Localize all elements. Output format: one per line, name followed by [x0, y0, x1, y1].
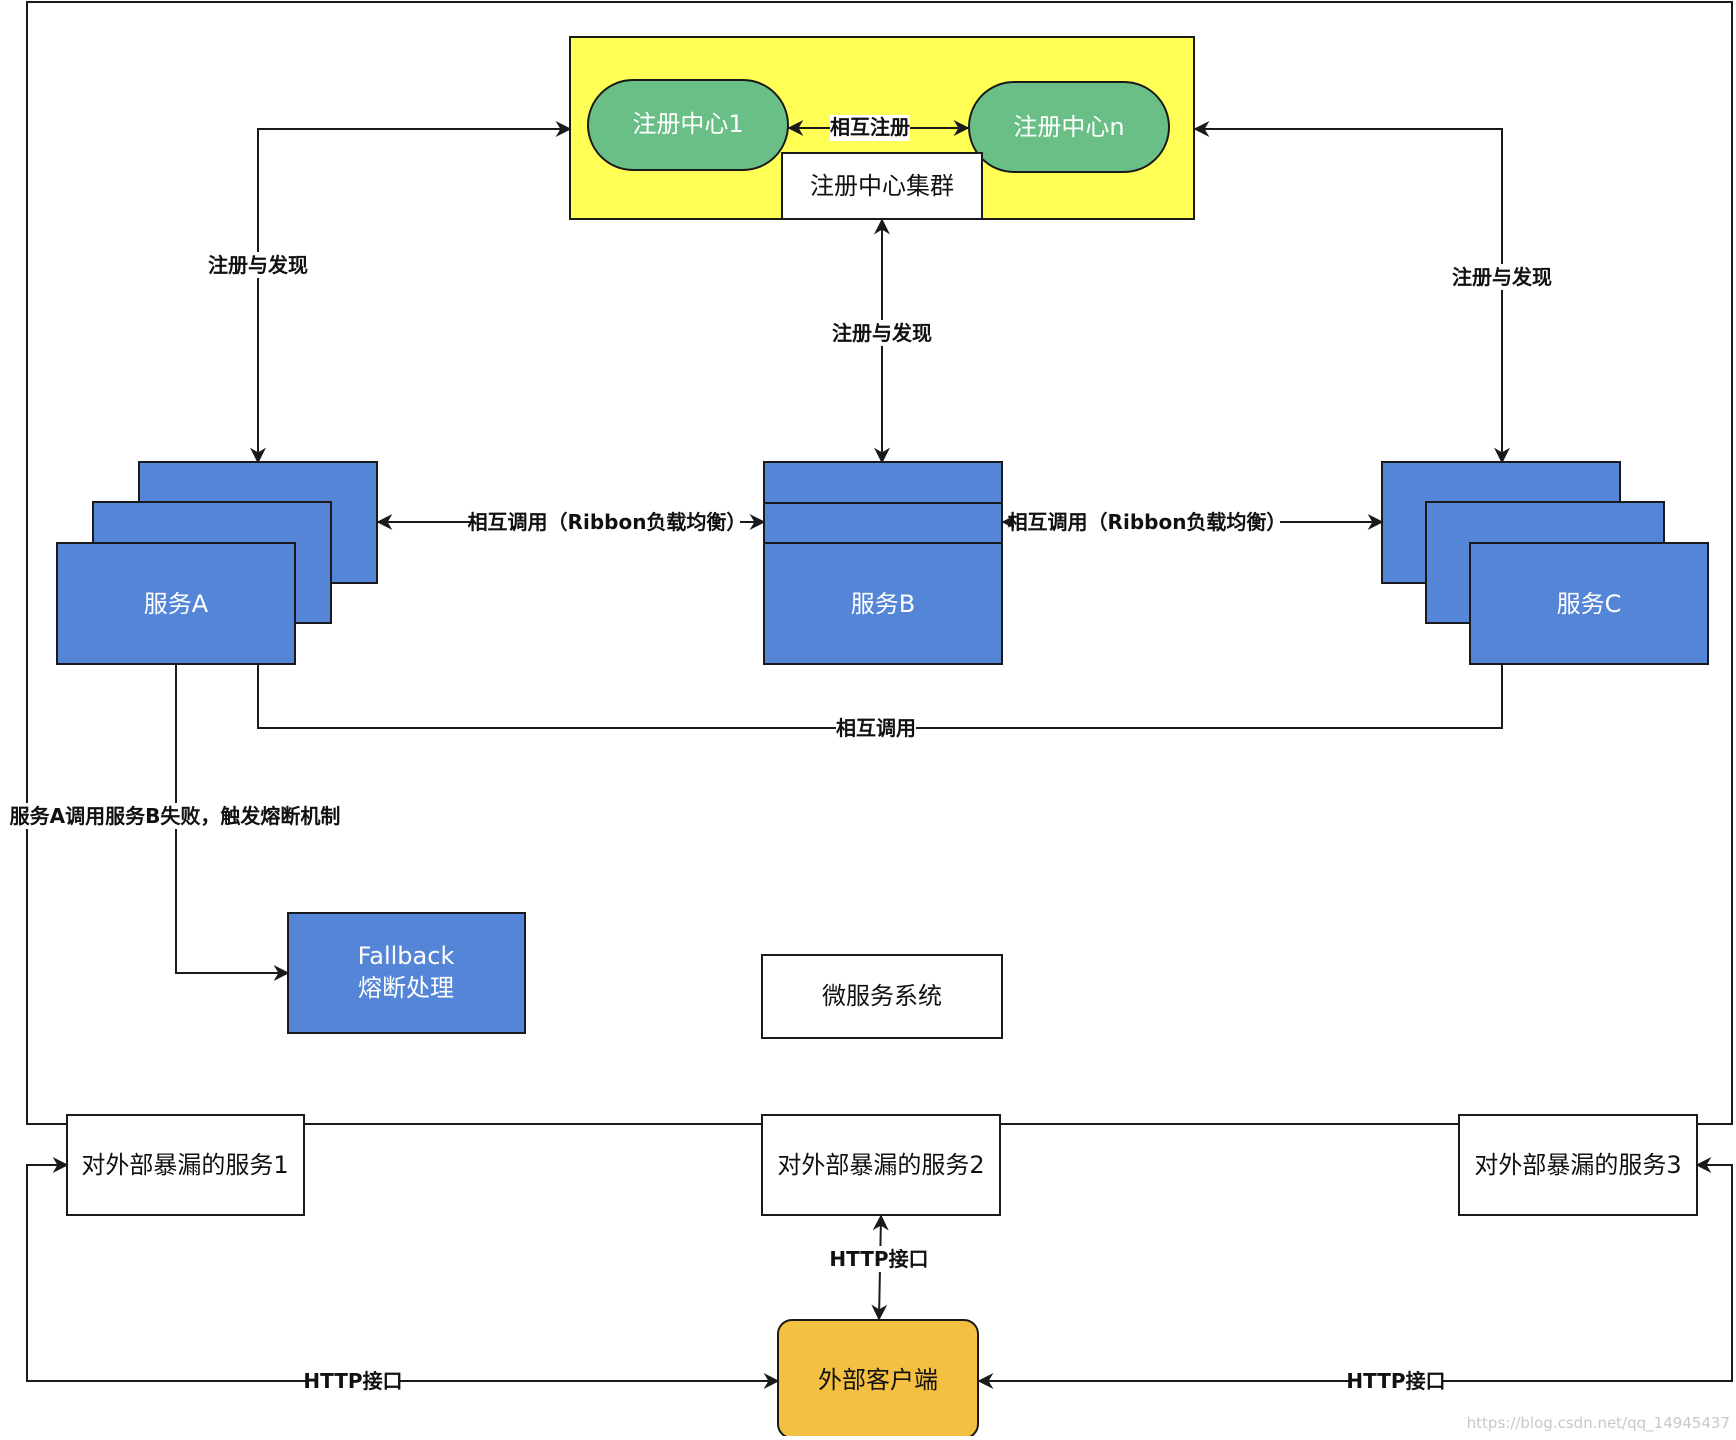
- exposed-service-2-box: [761, 1114, 1001, 1216]
- service-b-box: [763, 461, 1003, 665]
- service-c-box: [1469, 542, 1709, 665]
- watermark: https://blog.csdn.net/qq_14945437: [1467, 1414, 1730, 1433]
- call-label-ab: 相互调用（Ribbon负载均衡）: [468, 510, 747, 534]
- registry-cluster-title-box: [781, 152, 983, 220]
- http-label-right: HTTP接口: [1346, 1369, 1445, 1393]
- discovery-edge-right: [1193, 121, 1510, 464]
- external-client-label: 外部客户端: [818, 1366, 938, 1394]
- fallback-label-line2: 熔断处理: [358, 974, 454, 1002]
- exposed-service-3-label: 对外部暴漏的服务3: [1474, 1151, 1681, 1179]
- http-edge-left: [26, 1157, 780, 1389]
- http-label-mid: HTTP接口: [829, 1247, 928, 1271]
- call-label-bc: 相互调用（Ribbon负载均衡）: [1008, 510, 1287, 534]
- call-label-ac: 相互调用: [836, 716, 916, 740]
- registry-node-1-label: 注册中心1: [632, 110, 743, 138]
- service-b-label: 服务B: [851, 590, 915, 618]
- discovery-label-mid: 注册与发现: [832, 321, 932, 345]
- service-c-label: 服务C: [1557, 590, 1622, 618]
- http-label-left: HTTP接口: [303, 1369, 402, 1393]
- circuit-break-label: 服务A调用服务B失败，触发熔断机制: [10, 804, 341, 828]
- service-a-label: 服务A: [144, 590, 209, 618]
- exposed-service-2-label: 对外部暴漏的服务2: [777, 1151, 984, 1179]
- exposed-service-1-label: 对外部暴漏的服务1: [81, 1151, 288, 1179]
- system-label: 微服务系统: [822, 982, 942, 1010]
- fallback-label-line1: Fallback: [358, 942, 455, 970]
- discovery-edge-left: [250, 121, 572, 464]
- mutual-register-label: 相互注册: [830, 115, 910, 139]
- service-a-box: [56, 542, 296, 665]
- system-boundary: [26, 1, 1733, 1125]
- circuit-break-edge: [175, 665, 290, 981]
- registry-cluster-title: 注册中心集群: [810, 172, 954, 200]
- discovery-label-right: 注册与发现: [1452, 265, 1552, 289]
- registry-node-n-label: 注册中心n: [1013, 113, 1124, 141]
- discovery-label-left: 注册与发现: [208, 253, 308, 277]
- fallback-box: [287, 912, 526, 1034]
- system-label-box: [761, 954, 1003, 1039]
